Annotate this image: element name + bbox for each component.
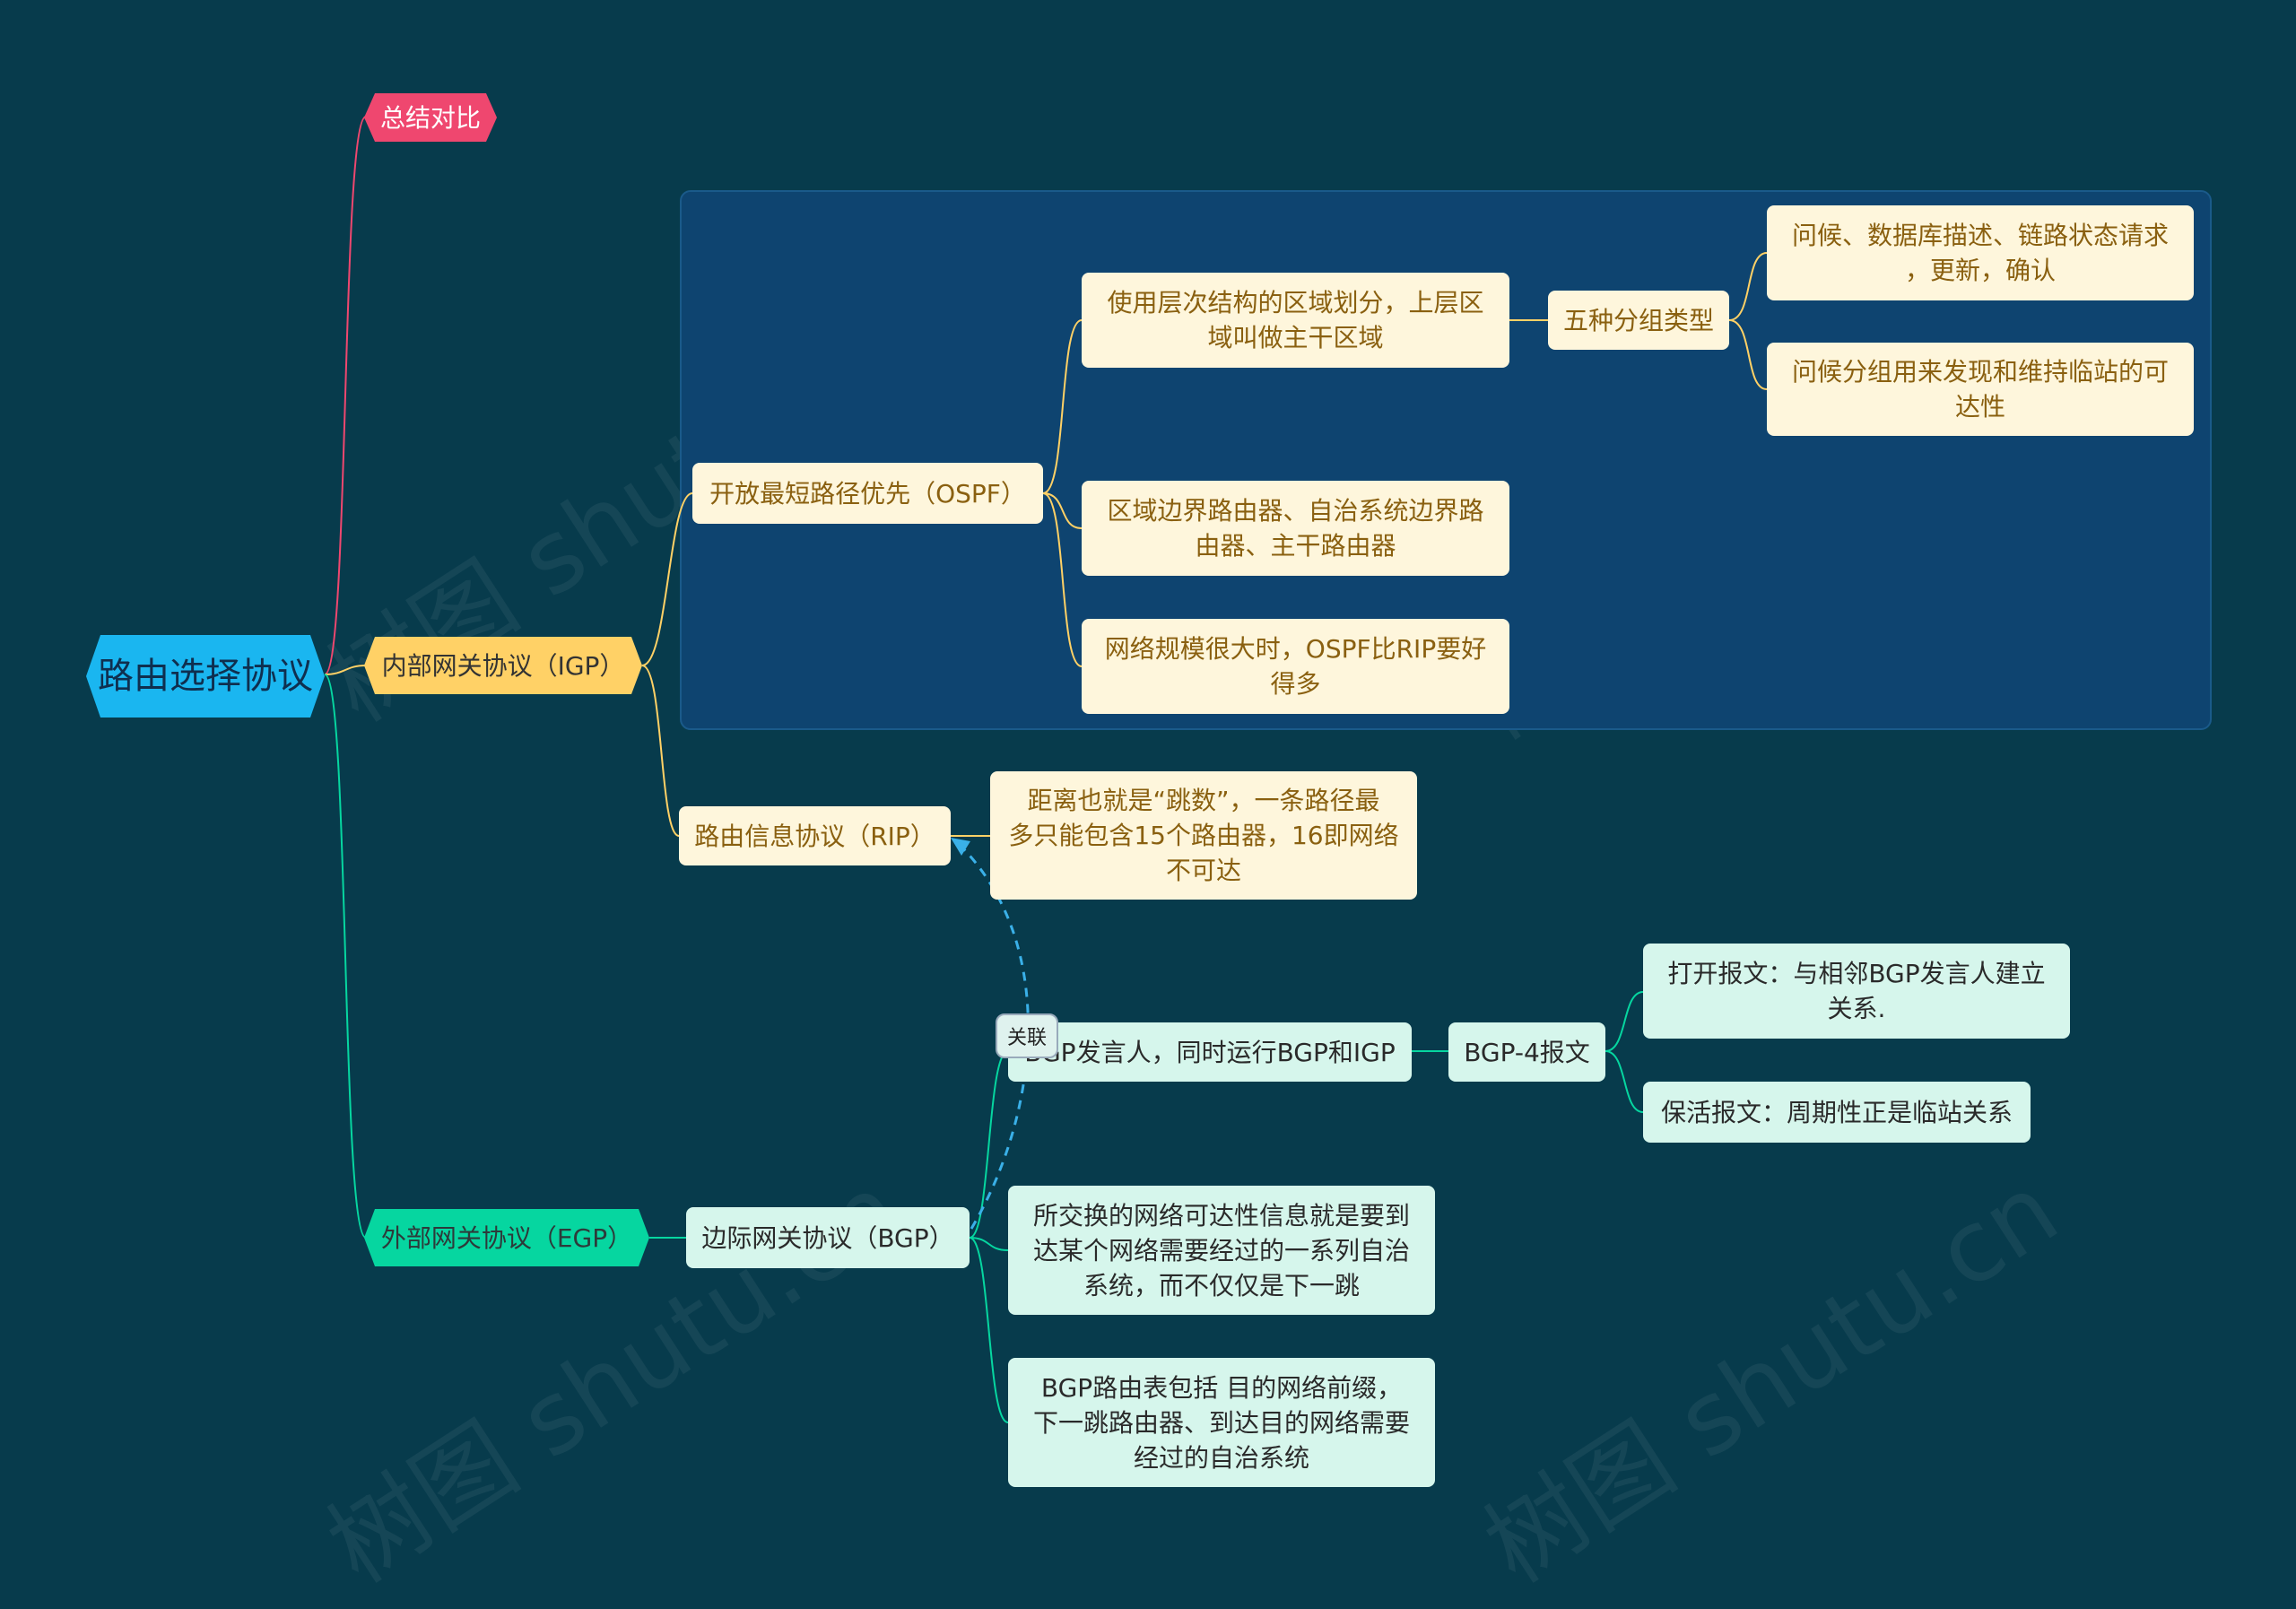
relation-arrowhead: [951, 838, 970, 856]
link-packets-detail2: [1728, 319, 1768, 390]
route-table-node[interactable]: BGP路由表包括 目的网络前缀， 下一跳路由器、到达目的网络需要 经过的自治系统: [1008, 1358, 1435, 1487]
root-label: 路由选择协议: [98, 655, 313, 697]
route-table-line-2: 下一跳路由器、到达目的网络需要: [1032, 1407, 1410, 1438]
relation-tag[interactable]: 关联: [996, 1013, 1058, 1058]
ospf-hierarchy-node[interactable]: 使用层次结构的区域划分，上层区 域叫做主干区域: [1082, 273, 1509, 368]
summary-branch[interactable]: 总结对比: [364, 93, 497, 142]
ospf-hierarchy-line-2: 域叫做主干区域: [1207, 323, 1384, 352]
link-bgp-reach: [969, 1237, 1009, 1251]
ospf-scale-line-2: 得多: [1270, 669, 1321, 699]
mind-map-canvas: 树图 shutu.cn 树图 shutu.cn 树图 shutu.cn 树图 s…: [0, 0, 2212, 1605]
ospf-node[interactable]: 开放最短路径优先（OSPF）: [692, 463, 1043, 524]
relation-tag-label: 关联: [1006, 1027, 1047, 1049]
link-bgp-speaker: [969, 1050, 1009, 1239]
link-ospf-hierarchy: [1042, 319, 1083, 494]
route-table-line-1: BGP路由表包括 目的网络前缀，: [1040, 1372, 1403, 1403]
reachability-line-3: 系统，而不仅仅是下一跳: [1083, 1270, 1360, 1300]
link-ospf-scale: [1042, 492, 1083, 667]
root-node[interactable]: 路由选择协议: [86, 635, 325, 718]
ospf-scale-node[interactable]: 网络规模很大时，OSPF比RIP要好 得多: [1082, 619, 1509, 714]
connector-lines: [324, 116, 1768, 1423]
bgp-label: 边际网关协议（BGP）: [701, 1222, 954, 1253]
link-root-igp: [324, 665, 367, 675]
ospf-scale-line-1: 网络规模很大时，OSPF比RIP要好: [1104, 634, 1487, 664]
reachability-node[interactable]: 所交换的网络可达性信息就是要到 达某个网络需要经过的一系列自治 系统，而不仅仅是…: [1008, 1186, 1435, 1315]
bgp-node[interactable]: 边际网关协议（BGP）: [686, 1207, 970, 1268]
keepalive-msg-node[interactable]: 保活报文：周期性正是临站关系: [1643, 1082, 2031, 1143]
bgp-speaker-label: BGP发言人，同时运行BGP和IGP: [1024, 1037, 1396, 1067]
rip-detail-line-1: 距离也就是“跳数”，一条路径最: [1027, 786, 1380, 815]
packet-detail-2-line-1: 问候分组用来发现和维持临站的可: [1791, 357, 2169, 387]
keepalive-msg-label: 保活报文：周期性正是临站关系: [1660, 1097, 2013, 1127]
rip-detail-line-3: 不可达: [1165, 856, 1241, 885]
rip-label: 路由信息协议（RIP）: [694, 821, 935, 851]
link-root-egp: [324, 674, 367, 1239]
rip-detail-line-2: 多只能包含15个路由器，16即网络: [1008, 821, 1399, 850]
ospf-routers-line-2: 由器、主干路由器: [1195, 531, 1396, 561]
open-msg-node[interactable]: 打开报文：与相邻BGP发言人建立 关系.: [1643, 944, 2070, 1039]
packet-types-node[interactable]: 五种分组类型: [1548, 291, 1729, 350]
rip-detail-node[interactable]: 距离也就是“跳数”，一条路径最 多只能包含15个路由器，16即网络 不可达: [990, 771, 1417, 900]
packet-detail-1-node[interactable]: 问候、数据库描述、链路状态请求 ，更新，确认: [1767, 205, 2194, 300]
link-igp-rip: [641, 665, 680, 837]
link-ospf-routers: [1042, 492, 1083, 529]
packet-detail-1-line-2: ，更新，确认: [1904, 256, 2056, 285]
link-bgp4-open: [1605, 991, 1644, 1052]
egp-branch[interactable]: 外部网关协议（EGP）: [364, 1209, 649, 1266]
reachability-line-1: 所交换的网络可达性信息就是要到: [1032, 1200, 1410, 1231]
packet-types-label: 五种分组类型: [1562, 305, 1714, 335]
link-packets-detail1: [1728, 252, 1768, 321]
link-bgp4-keepalive: [1605, 1050, 1644, 1113]
summary-label: 总结对比: [379, 102, 481, 133]
bgp4-node[interactable]: BGP-4报文: [1448, 1022, 1605, 1082]
packet-detail-2-line-2: 达性: [1954, 392, 2005, 422]
open-msg-line-2: 关系.: [1827, 994, 1886, 1023]
bgp4-label: BGP-4报文: [1464, 1037, 1590, 1067]
open-msg-line-1: 打开报文：与相邻BGP发言人建立: [1667, 959, 2046, 988]
igp-label: 内部网关协议（IGP）: [381, 650, 625, 681]
egp-label: 外部网关协议（EGP）: [380, 1222, 633, 1253]
reachability-line-2: 达某个网络需要经过的一系列自治: [1032, 1235, 1410, 1265]
ospf-hierarchy-line-1: 使用层次结构的区域划分，上层区: [1107, 288, 1484, 317]
ospf-label: 开放最短路径优先（OSPF）: [709, 478, 1026, 509]
rip-node[interactable]: 路由信息协议（RIP）: [679, 806, 951, 865]
bgp-speaker-node[interactable]: BGP发言人，同时运行BGP和IGP: [1008, 1022, 1412, 1082]
link-bgp-table: [969, 1237, 1009, 1423]
route-table-line-3: 经过的自治系统: [1133, 1442, 1309, 1473]
link-root-summary: [324, 116, 367, 675]
ospf-routers-node[interactable]: 区域边界路由器、自治系统边界路 由器、主干路由器: [1082, 481, 1509, 576]
ospf-routers-line-1: 区域边界路由器、自治系统边界路: [1107, 496, 1484, 526]
packet-detail-2-node[interactable]: 问候分组用来发现和维持临站的可 达性: [1767, 343, 2194, 436]
packet-detail-1-line-1: 问候、数据库描述、链路状态请求: [1791, 221, 2169, 250]
link-igp-ospf: [641, 492, 693, 666]
igp-branch[interactable]: 内部网关协议（IGP）: [364, 637, 642, 694]
